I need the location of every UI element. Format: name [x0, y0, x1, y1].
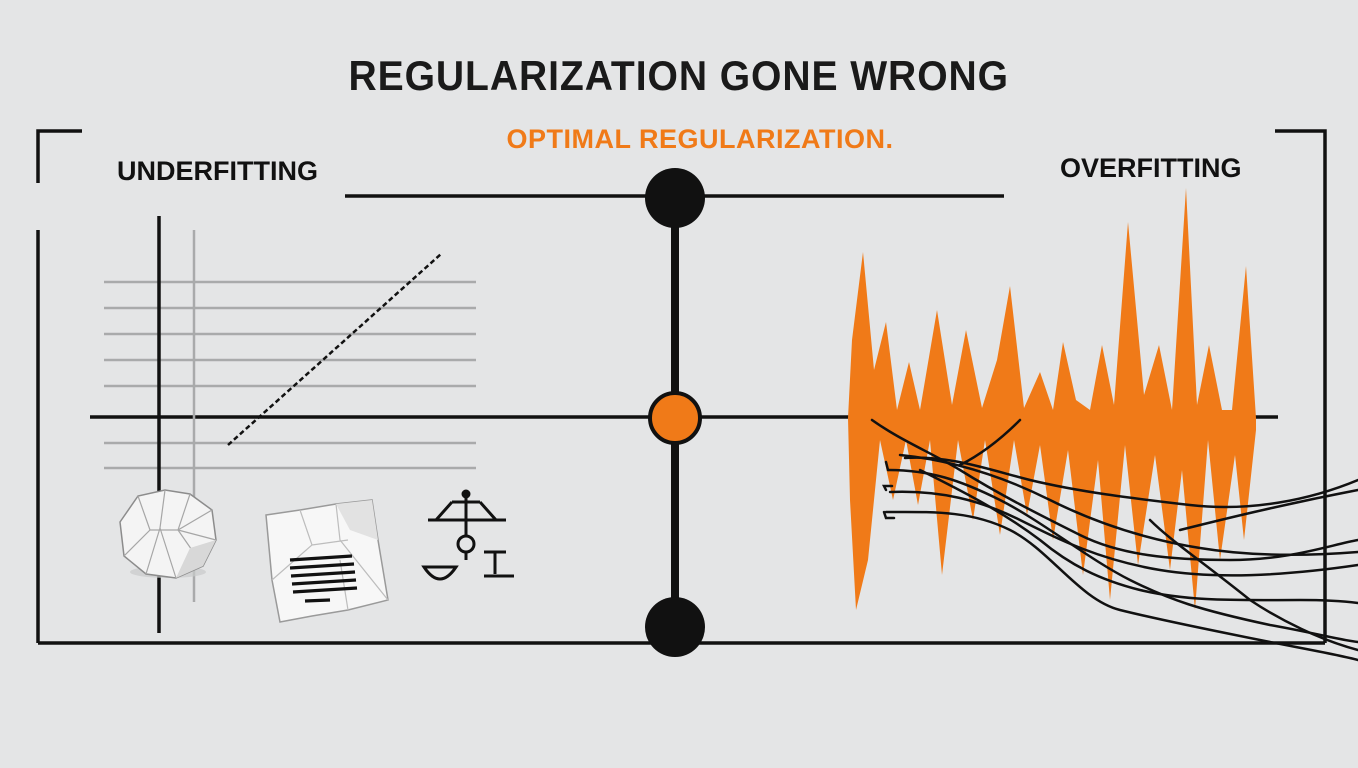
crumpled-paper-ball-icon: [119, 489, 217, 579]
underfitting-grid: [104, 230, 476, 602]
balance-scale-icon: [421, 489, 514, 581]
diagram-title: REGULARIZATION GONE WRONG: [348, 52, 1009, 99]
overfitting-label: OVERFITTING: [1060, 153, 1242, 183]
overfitting-curve: [848, 188, 1256, 610]
bottom-node: [645, 597, 705, 657]
optimal-regularization-label: OPTIMAL REGULARIZATION.: [506, 124, 894, 154]
tangled-wires-icon: [870, 418, 1358, 662]
optimal-node: [648, 391, 702, 445]
underfitting-label: UNDERFITTING: [117, 156, 318, 186]
top-node: [645, 168, 705, 228]
crumpled-document-icon: [265, 499, 389, 623]
